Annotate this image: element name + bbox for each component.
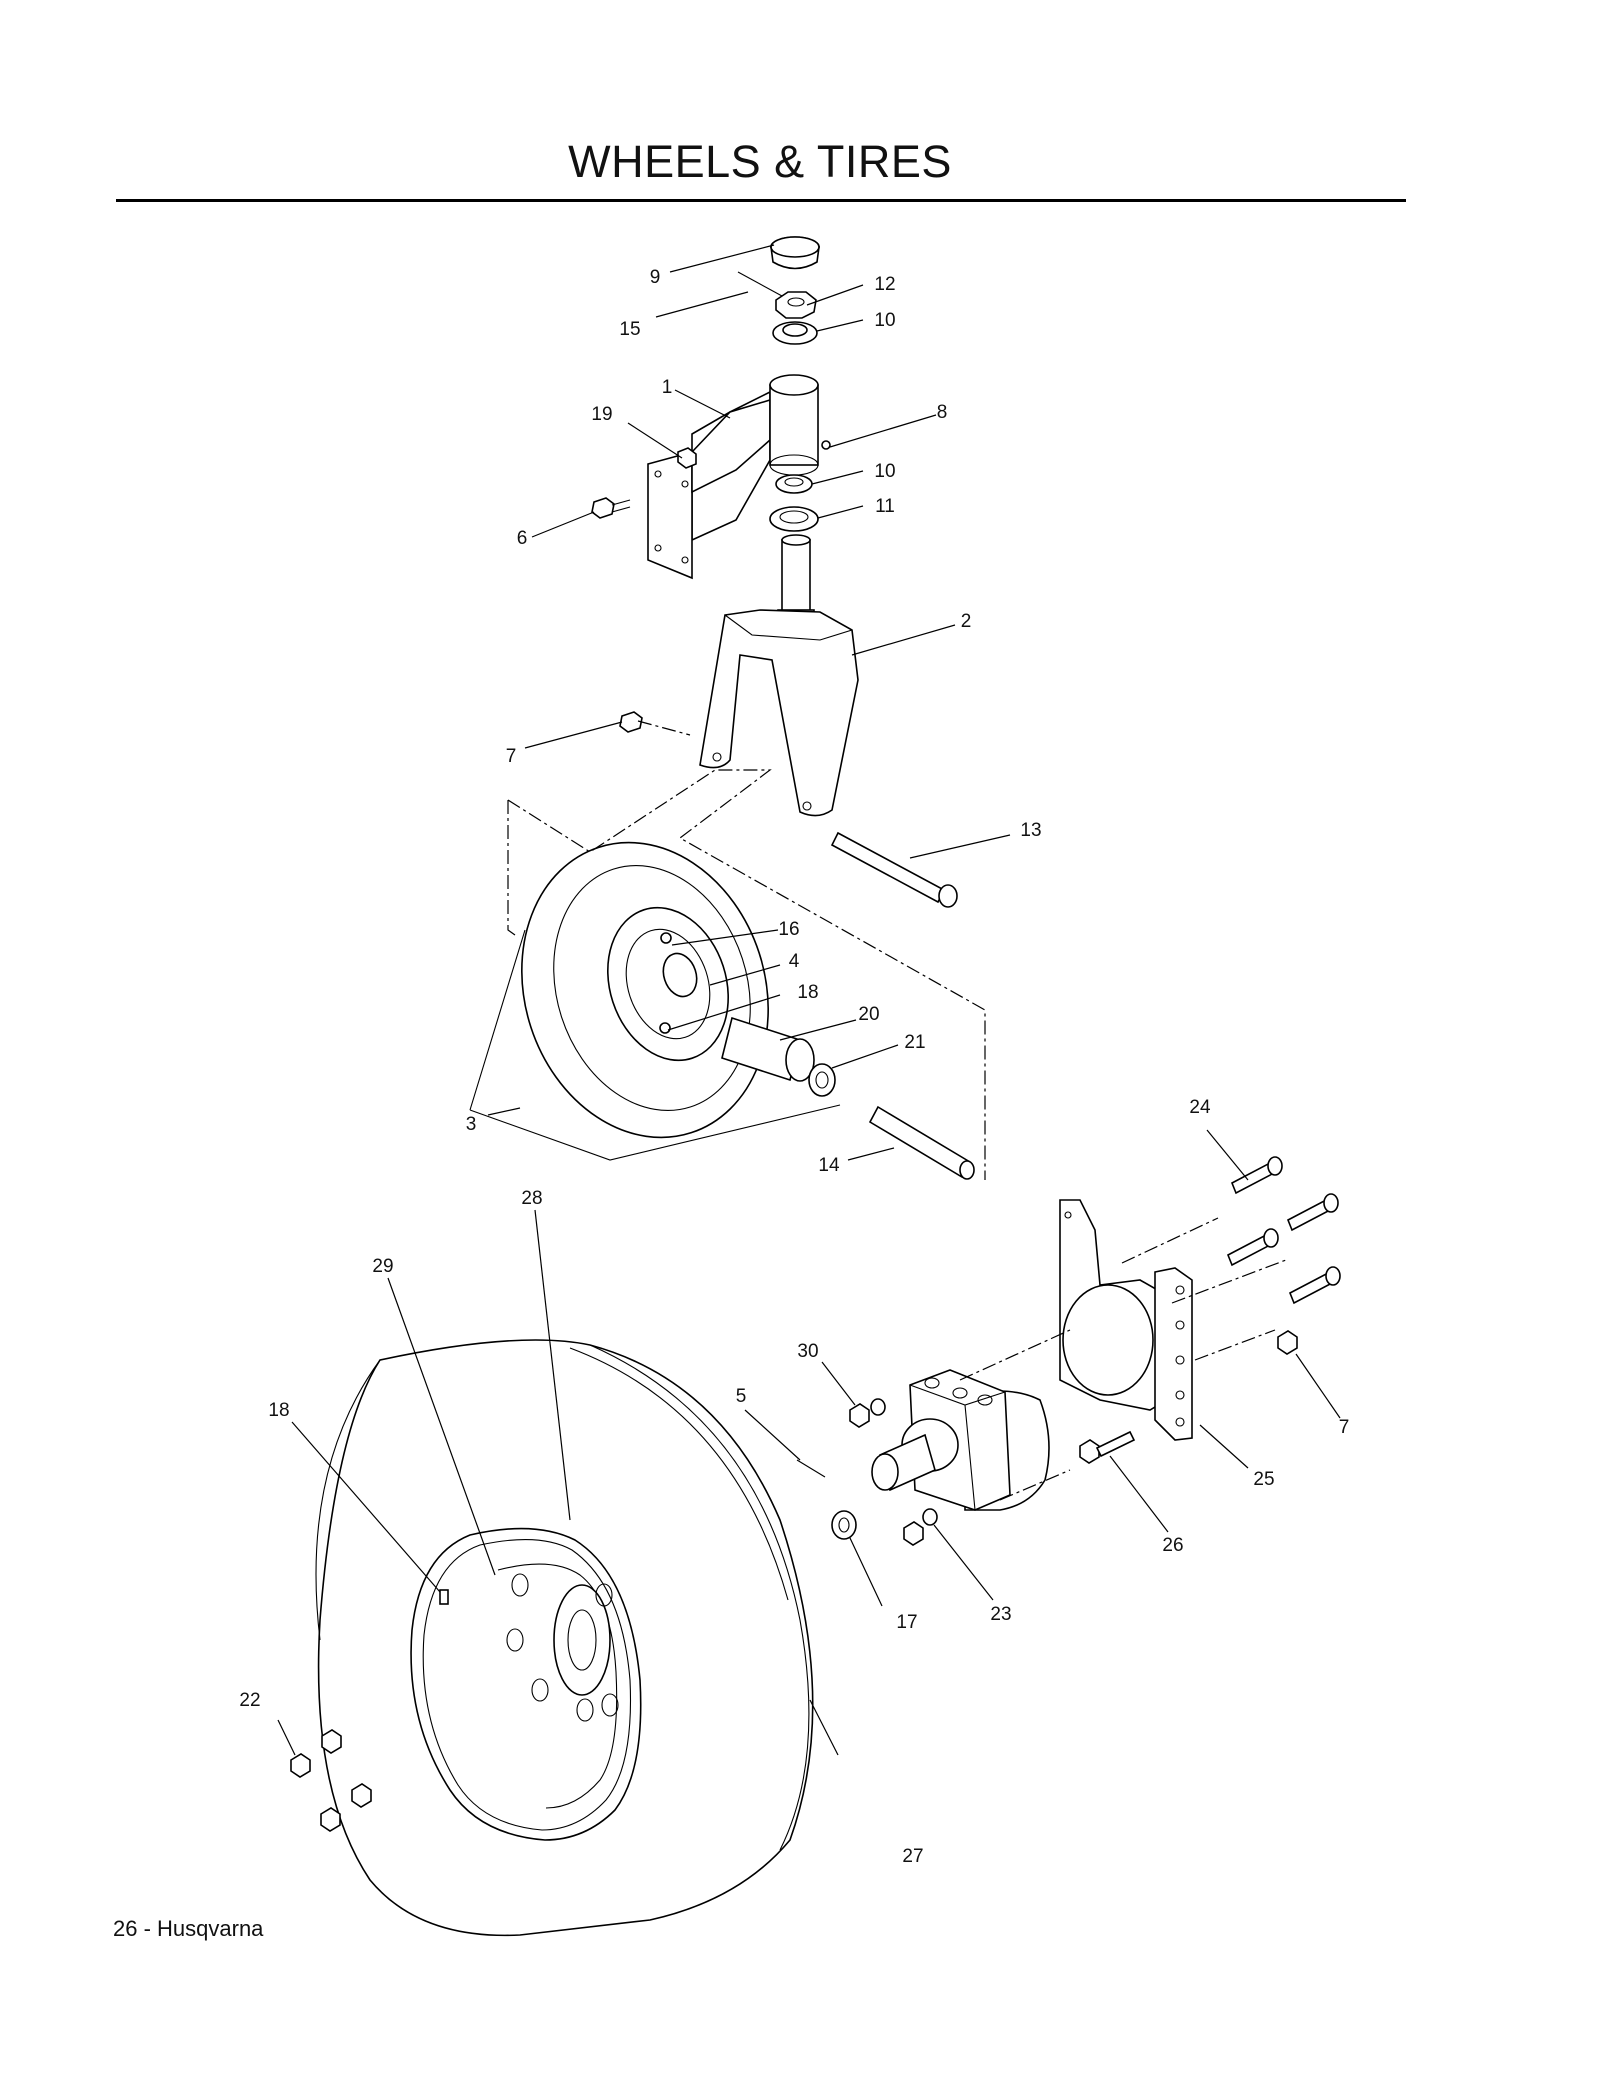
flat-washer <box>831 1510 857 1540</box>
valve-stem <box>439 1589 449 1605</box>
shaft-key <box>796 1459 826 1478</box>
bearing-lower <box>775 474 813 494</box>
nut-and-lockwasher <box>849 1398 886 1428</box>
callout-28: 28 <box>521 1188 542 1209</box>
bearing-upper <box>772 321 818 345</box>
callout-4: 4 <box>789 951 800 972</box>
callout-6: 6 <box>517 528 528 549</box>
alignment-line <box>1121 1217 1219 1264</box>
castle-nut <box>775 291 817 319</box>
callout-7-lower: 7 <box>1339 1417 1350 1438</box>
callout-8: 8 <box>937 402 948 423</box>
washer <box>808 1063 836 1097</box>
callout-15: 15 <box>619 319 640 340</box>
lug-nuts <box>290 1729 372 1832</box>
nut <box>677 447 697 469</box>
caster-pivot-arm <box>647 374 819 580</box>
callout-17: 17 <box>896 1612 917 1633</box>
dust-cap <box>770 236 820 270</box>
spacer-sleeve <box>721 1016 815 1082</box>
caster-fork <box>699 609 859 817</box>
alignment-line <box>637 720 691 736</box>
callout-10-upper: 10 <box>874 310 895 331</box>
mounting-bolts <box>1226 1156 1341 1305</box>
callout-25: 25 <box>1253 1469 1274 1490</box>
callout-5: 5 <box>736 1386 747 1407</box>
motor-mount-bracket <box>1059 1199 1193 1441</box>
leader-lines <box>277 244 1341 1756</box>
nut <box>619 711 643 733</box>
callout-26: 26 <box>1162 1535 1183 1556</box>
callout-11: 11 <box>875 496 895 517</box>
bolt <box>1079 1430 1136 1464</box>
callout-18-lower: 18 <box>268 1400 289 1421</box>
callout-1: 1 <box>662 377 673 398</box>
nut <box>1277 1330 1298 1355</box>
page-title: WHEELS & TIRES <box>568 136 952 187</box>
alignment-line <box>1194 1329 1276 1361</box>
callout-30: 30 <box>797 1341 818 1362</box>
bolt <box>591 497 631 519</box>
callout-13: 13 <box>1020 820 1041 841</box>
wheel-rim <box>410 1527 642 1841</box>
seal <box>769 506 819 532</box>
grease-fitting <box>821 440 831 450</box>
title-rule <box>116 199 1406 202</box>
spacer-tube <box>868 1105 975 1180</box>
alignment-line <box>959 1329 1071 1381</box>
page-footer: 26 - Husqvarna <box>113 1916 264 1941</box>
axle-bolt <box>830 831 958 908</box>
wheel-motor <box>871 1369 1050 1511</box>
caster-wheel <box>521 841 769 1139</box>
callout-20: 20 <box>858 1004 879 1025</box>
callout-21: 21 <box>904 1032 925 1053</box>
callout-numbers: 9 15 12 10 1 19 8 10 11 6 2 7 13 16 4 18… <box>239 267 1349 1867</box>
callout-18-upper: 18 <box>797 982 818 1003</box>
callout-22: 22 <box>239 1690 260 1711</box>
callout-3: 3 <box>466 1114 477 1135</box>
alignment-line <box>507 769 986 1180</box>
nut-and-lockwasher <box>903 1508 938 1546</box>
callout-27: 27 <box>902 1846 923 1867</box>
callout-9: 9 <box>650 267 661 288</box>
cotter-pin <box>737 271 783 297</box>
assembly-bracket <box>469 929 841 1161</box>
alignment-line <box>507 800 516 936</box>
callout-14: 14 <box>818 1155 840 1176</box>
callout-16: 16 <box>778 919 799 940</box>
callout-12: 12 <box>874 274 895 295</box>
callout-19: 19 <box>591 404 612 425</box>
callout-29: 29 <box>372 1256 393 1277</box>
callout-2: 2 <box>961 611 972 632</box>
callout-24: 24 <box>1189 1097 1211 1118</box>
alignment-line <box>1171 1259 1287 1304</box>
callout-10-lower: 10 <box>874 461 895 482</box>
callout-23: 23 <box>990 1604 1011 1625</box>
alignment-line <box>999 1469 1071 1501</box>
callout-7-upper: 7 <box>506 746 517 767</box>
